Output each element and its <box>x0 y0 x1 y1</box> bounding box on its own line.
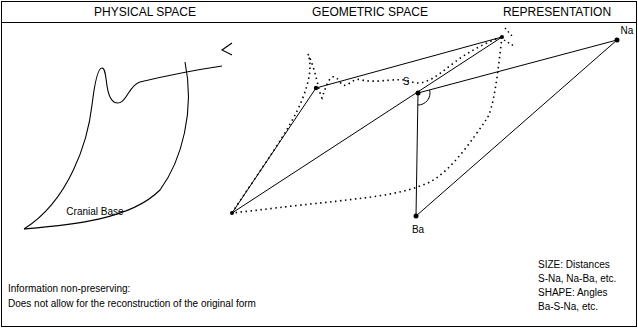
point-label: S <box>403 76 410 88</box>
column-heading: PHYSICAL SPACE <box>94 5 196 19</box>
measure-note: S-Na, Na-Ba, etc. <box>538 273 616 285</box>
point-label: Ba <box>412 224 424 236</box>
note-text: Information non-preserving: <box>8 283 130 295</box>
column-heading: GEOMETRIC SPACE <box>312 5 428 19</box>
header-rule <box>2 22 637 23</box>
note-text: Does not allow for the reconstruction of… <box>8 298 256 310</box>
column-heading: REPRESENTATION <box>503 5 611 19</box>
figure-caption: Cranial Base <box>66 206 123 218</box>
measure-note: SHAPE: Angles <box>538 287 607 299</box>
point-label: Na <box>621 25 634 37</box>
measure-note: Ba-S-Na, etc. <box>538 301 598 313</box>
geometric-figure <box>230 28 514 215</box>
cranial-base-outline <box>24 43 232 229</box>
representation-triangle <box>414 38 620 219</box>
measure-note: SIZE: Distances <box>538 259 610 271</box>
